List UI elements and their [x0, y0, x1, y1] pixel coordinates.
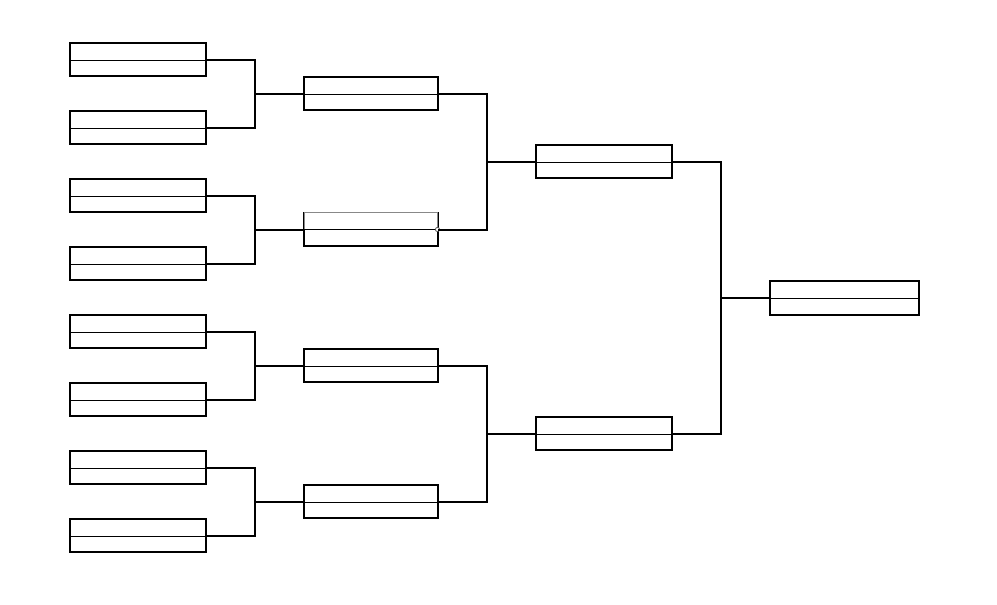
slot-bottom-entry[interactable] — [71, 467, 205, 484]
round-1-slot[interactable] — [69, 450, 207, 485]
bracket-connector — [438, 365, 488, 503]
round-1-slot[interactable] — [69, 178, 207, 213]
connector-stub — [486, 433, 537, 435]
connector-stub — [720, 297, 770, 299]
slot-top-entry[interactable] — [71, 452, 205, 468]
round-1-slot[interactable] — [69, 42, 207, 77]
slot-bottom-entry[interactable] — [71, 263, 205, 280]
round-1-slot[interactable] — [69, 246, 207, 281]
final-slot[interactable] — [769, 280, 920, 316]
slot-bottom-entry[interactable] — [771, 298, 918, 314]
slot-top-entry[interactable] — [71, 180, 205, 196]
connector-stub — [254, 229, 305, 231]
slot-bottom-entry[interactable] — [71, 195, 205, 212]
round-1-slot[interactable] — [69, 518, 207, 553]
round-3-slot[interactable] — [535, 144, 673, 179]
slot-bottom-entry[interactable] — [71, 127, 205, 144]
slot-top-entry[interactable] — [771, 282, 918, 298]
slot-top-entry[interactable] — [71, 44, 205, 60]
slot-bottom-entry[interactable] — [71, 399, 205, 416]
slot-bottom-entry[interactable] — [305, 365, 437, 382]
slot-top-entry[interactable] — [71, 248, 205, 264]
bracket-connector — [206, 331, 256, 401]
connector-stub — [486, 161, 537, 163]
slot-bottom-entry[interactable] — [305, 228, 437, 246]
slot-top-entry[interactable] — [537, 418, 671, 434]
connector-stub — [254, 365, 305, 367]
slot-top-entry-selected[interactable] — [304, 212, 438, 229]
slot-bottom-entry[interactable] — [305, 93, 437, 110]
round-3-slot[interactable] — [535, 416, 673, 451]
slot-top-entry[interactable] — [305, 78, 437, 94]
slot-top-entry[interactable] — [71, 112, 205, 128]
round-1-slot[interactable] — [69, 110, 207, 145]
slot-top-entry[interactable] — [305, 486, 437, 502]
slot-bottom-entry[interactable] — [71, 535, 205, 552]
slot-top-entry[interactable] — [71, 520, 205, 536]
round-1-slot[interactable] — [69, 314, 207, 349]
slot-top-entry[interactable] — [71, 384, 205, 400]
connector-stub — [254, 501, 305, 503]
round-1-slot[interactable] — [69, 382, 207, 417]
round-2-slot[interactable] — [303, 348, 439, 383]
bracket-connector — [206, 195, 256, 265]
bracket-connector — [438, 93, 488, 231]
slot-bottom-entry[interactable] — [537, 433, 671, 450]
slot-top-entry[interactable] — [537, 146, 671, 162]
slot-bottom-entry[interactable] — [71, 331, 205, 348]
bracket-connector — [206, 467, 256, 537]
slot-top-entry[interactable] — [305, 350, 437, 366]
slot-bottom-entry[interactable] — [305, 501, 437, 518]
slot-top-entry[interactable] — [71, 316, 205, 332]
round-2-slot-selected[interactable] — [303, 212, 439, 247]
connector-stub — [254, 93, 305, 95]
slot-bottom-entry[interactable] — [71, 59, 205, 76]
bracket-connector — [672, 161, 722, 435]
round-2-slot[interactable] — [303, 76, 439, 111]
slot-bottom-entry[interactable] — [537, 161, 671, 178]
round-2-slot[interactable] — [303, 484, 439, 519]
bracket-connector — [206, 59, 256, 129]
